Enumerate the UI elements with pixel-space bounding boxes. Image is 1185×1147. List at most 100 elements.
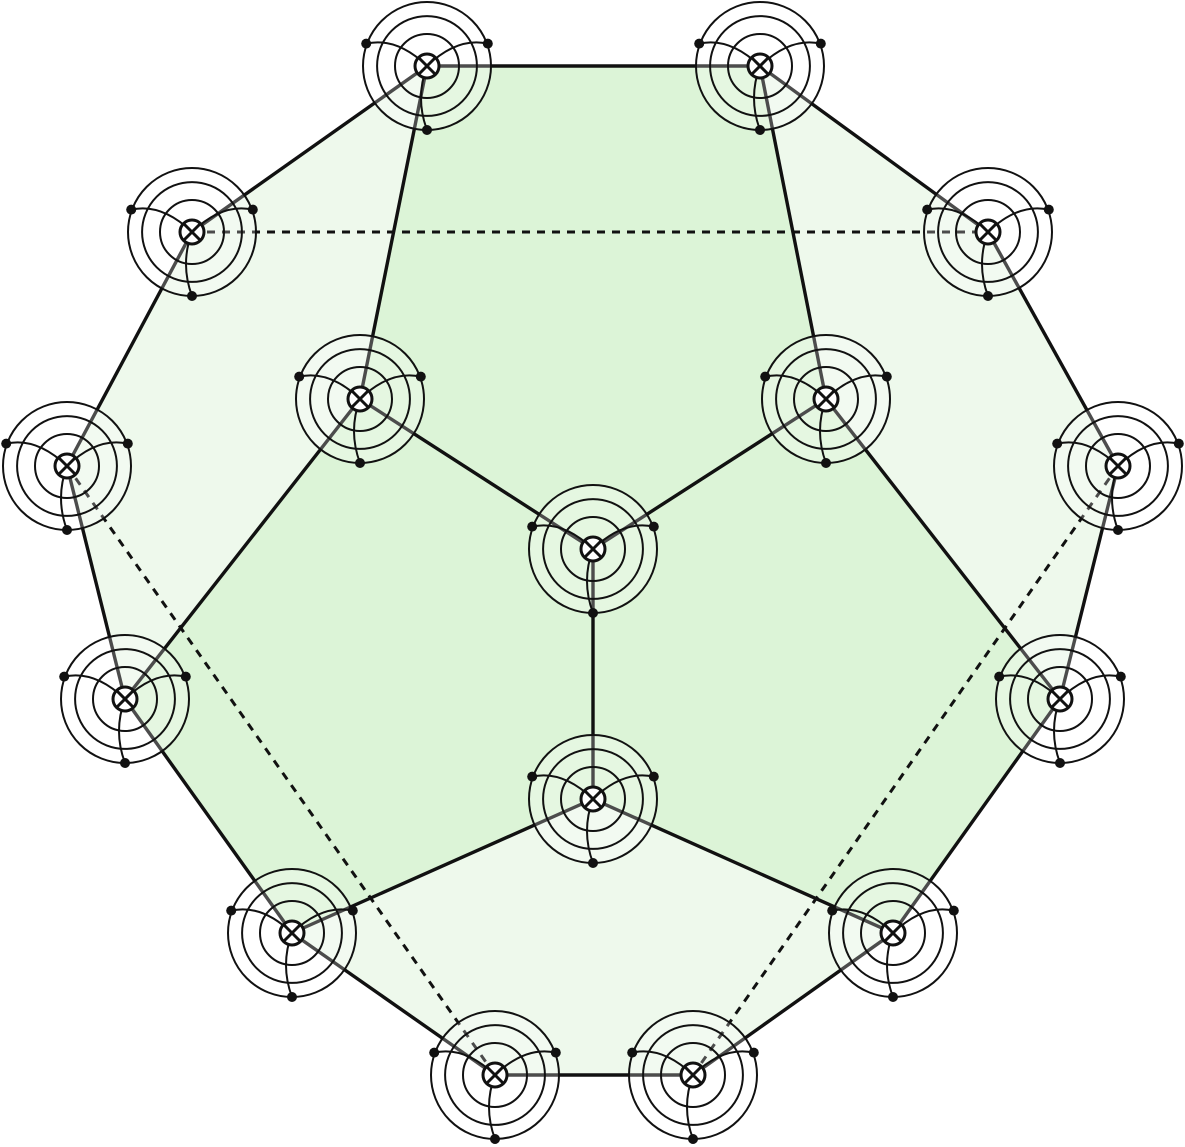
node-inner-circle <box>775 348 877 450</box>
node-dot <box>1 438 12 449</box>
node-dot <box>180 671 191 682</box>
node-dot <box>550 1047 561 1058</box>
vertex-node-b1 <box>226 868 358 1002</box>
edge-solid-l2-b1 <box>123 698 294 934</box>
vertex-node-l2 <box>59 634 191 768</box>
edge-solid-t1-u1 <box>191 64 428 234</box>
vertex-node-u1 <box>126 167 258 301</box>
edge-solid-l1-l2 <box>65 465 127 700</box>
edge-solid-i1-c <box>359 397 594 551</box>
node-dot <box>1113 525 1123 535</box>
node-inner-circle <box>74 648 176 750</box>
node-small-circle <box>560 766 626 832</box>
node-dot <box>59 671 70 682</box>
node-small-circle <box>259 900 325 966</box>
vertex-node-i1 <box>294 334 426 468</box>
node-dot <box>888 992 898 1002</box>
node-dot <box>482 38 493 49</box>
node-dot <box>648 521 659 532</box>
otimes-icon <box>346 385 374 413</box>
node-dot <box>355 458 365 468</box>
node-dot <box>748 1047 759 1058</box>
node-dot <box>1173 438 1184 449</box>
node-inner-circle <box>842 882 944 984</box>
node-dot <box>948 905 959 916</box>
edge-solid-b2-bb2 <box>692 931 894 1077</box>
node-dot <box>361 38 372 49</box>
edge-solid-cb-b2 <box>592 797 894 935</box>
node-dot <box>881 371 892 382</box>
otimes-icon <box>679 1061 707 1089</box>
node-inner-circle <box>1009 648 1111 750</box>
otimes-icon <box>974 218 1002 246</box>
node-dot <box>1055 758 1065 768</box>
otimes-icon <box>278 919 306 947</box>
node-dot <box>1043 204 1054 215</box>
node-small-circle <box>1027 666 1093 732</box>
node-dot <box>922 204 933 215</box>
node-dot <box>1115 671 1126 682</box>
node-small-circle <box>560 516 626 582</box>
vertex-node-i2 <box>760 334 892 468</box>
node-dot <box>287 992 297 1002</box>
node-dot <box>994 671 1005 682</box>
node-small-circle <box>1085 433 1151 499</box>
node-dot <box>226 905 237 916</box>
vertex-node-t2 <box>694 1 826 135</box>
edge-solid-u2-r1 <box>986 231 1120 467</box>
node-small-circle <box>394 33 460 99</box>
node-small-circle <box>860 900 926 966</box>
otimes-icon <box>413 52 441 80</box>
node-small-circle <box>92 666 158 732</box>
edge-hidden-l1-bb1 <box>65 465 497 1076</box>
vertex-node-r2 <box>994 634 1126 768</box>
node-dot <box>294 371 305 382</box>
node-small-circle <box>462 1042 528 1108</box>
node-dot <box>588 608 598 618</box>
edge-solid-r1-r2 <box>1058 465 1120 700</box>
vertex-node-cb <box>527 734 659 868</box>
edge-solid-b1-bb1 <box>291 931 496 1077</box>
vertex-node-bb2 <box>627 1010 759 1144</box>
node-dot <box>122 438 133 449</box>
node-dot <box>627 1047 638 1058</box>
node-inner-circle <box>376 15 478 117</box>
node-dot <box>187 291 197 301</box>
otimes-icon <box>53 452 81 480</box>
node-dot <box>422 125 432 135</box>
node-inner-circle <box>16 415 118 517</box>
node-dot <box>429 1047 440 1058</box>
otimes-icon <box>579 785 607 813</box>
node-dot <box>527 771 538 782</box>
node-dot <box>126 204 137 215</box>
vertex-node-r1 <box>1052 401 1184 535</box>
node-dot <box>815 38 826 49</box>
edge-solid-i2-c <box>592 397 827 551</box>
node-inner-circle <box>241 882 343 984</box>
node-inner-circle <box>444 1024 546 1126</box>
node-dot <box>62 525 72 535</box>
node-dot <box>1052 438 1063 449</box>
edge-solid-t2-u2 <box>758 64 990 234</box>
node-dot <box>120 758 130 768</box>
edge-solid-r2-b2 <box>891 698 1062 934</box>
node-dot <box>760 371 771 382</box>
node-inner-circle <box>141 181 243 283</box>
node-dot <box>755 125 765 135</box>
node-dot <box>490 1134 500 1144</box>
otimes-icon <box>1046 685 1074 713</box>
node-dot <box>527 521 538 532</box>
front-face-1 <box>360 66 826 549</box>
node-dot <box>415 371 426 382</box>
vertex-node-l1 <box>1 401 133 535</box>
otimes-icon <box>111 685 139 713</box>
node-dot <box>688 1134 698 1144</box>
vertex-node-bb1 <box>429 1010 561 1144</box>
node-inner-circle <box>309 348 411 450</box>
edges-layer <box>65 64 1120 1077</box>
otimes-icon <box>178 218 206 246</box>
otimes-icon <box>579 535 607 563</box>
vertex-node-u2 <box>922 167 1054 301</box>
vertex-node-t1 <box>361 1 493 135</box>
